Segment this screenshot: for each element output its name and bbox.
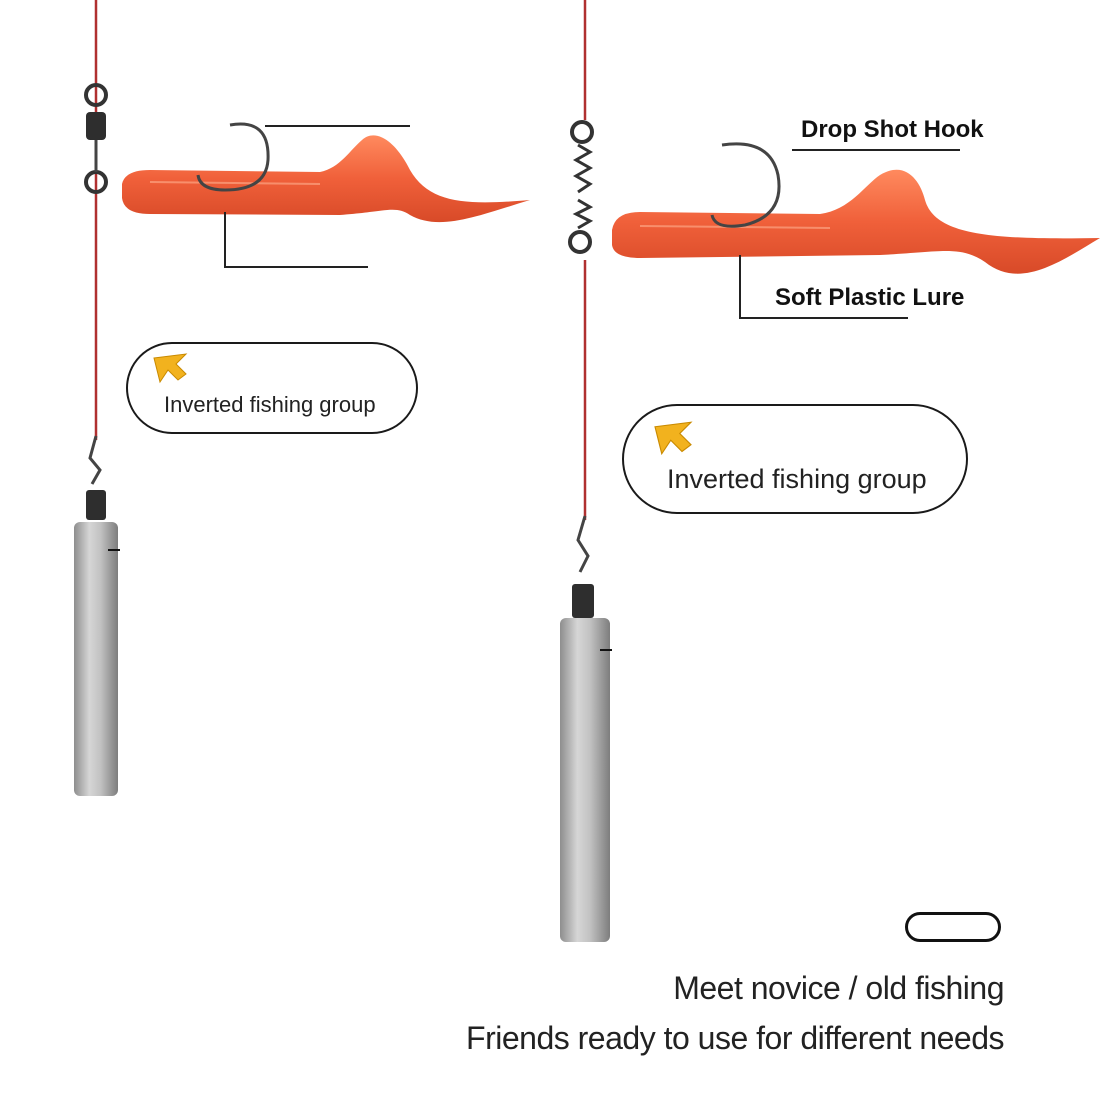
left-sinker-assembly <box>74 435 120 796</box>
left-swivel <box>84 83 108 194</box>
right-hook <box>710 142 781 228</box>
arrow-cursor-icon <box>153 353 188 384</box>
right-rig <box>560 0 1100 942</box>
left-sinker <box>74 522 118 796</box>
soft-plastic-lure-label: Soft Plastic Lure <box>775 284 965 311</box>
left-hook <box>196 122 270 192</box>
right-lure-leader <box>739 255 908 319</box>
left-callout-text: Inverted fishing group <box>164 392 376 417</box>
left-lure-leader <box>224 212 368 268</box>
right-callout-pill <box>622 404 968 514</box>
arrow-cursor-icon <box>654 421 693 456</box>
footer-line-1: Meet novice / old fishing <box>673 970 1004 1006</box>
right-soft-lure <box>612 169 1100 274</box>
right-sinker-assembly <box>560 515 612 942</box>
footer-line-2: Friends ready to use for different needs <box>466 1020 1004 1056</box>
right-swivel <box>568 120 594 254</box>
left-rig <box>74 0 530 796</box>
decorative-pill <box>905 912 1001 942</box>
right-callout-text: Inverted fishing group <box>667 464 927 494</box>
right-sinker <box>560 618 610 942</box>
left-soft-lure <box>122 135 530 223</box>
drop-shot-hook-label: Drop Shot Hook <box>801 116 984 143</box>
